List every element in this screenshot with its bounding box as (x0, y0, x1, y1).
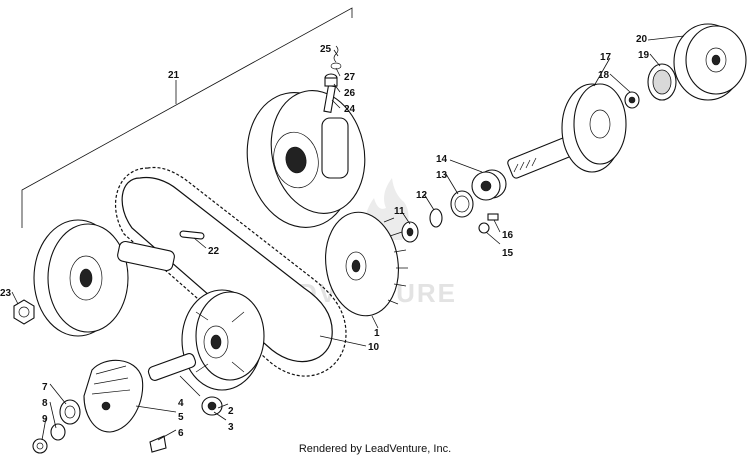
weight-6 (149, 435, 167, 453)
seal-13 (450, 190, 474, 218)
callout-13: 13 (436, 170, 448, 181)
ring-12 (429, 208, 443, 228)
assembly-bracket-21 (21, 7, 353, 228)
shaft-4 (147, 353, 197, 381)
callout-11: 11 (394, 206, 405, 217)
bolt-16 (487, 213, 499, 221)
callout-22: 22 (208, 246, 220, 257)
callout-1: 1 (374, 328, 380, 339)
callout-20: 20 (636, 34, 648, 45)
pin-stack-24-27 (323, 45, 342, 113)
callout-7: 7 (42, 382, 48, 393)
callout-4: 4 (178, 398, 184, 409)
callout-24: 24 (344, 104, 356, 115)
callout-27: 27 (344, 72, 356, 83)
callout-10: 10 (368, 342, 380, 353)
one-way-clutch-19 (647, 63, 677, 101)
callout-23: 23 (0, 288, 12, 299)
callout-14: 14 (436, 154, 448, 165)
callout-15: 15 (502, 248, 514, 259)
sheave-1 (325, 211, 408, 317)
footer-credit: Rendered by LeadVenture, Inc. (298, 443, 452, 455)
callout-2: 2 (228, 406, 234, 417)
callout-12: 12 (416, 190, 428, 201)
callout-8: 8 (42, 398, 48, 409)
cover-20 (673, 23, 747, 101)
callout-6: 6 (178, 428, 184, 439)
callout-17: 17 (600, 52, 612, 63)
nut-23 (13, 299, 35, 325)
bearing-2 (201, 396, 223, 416)
bearing-18 (624, 91, 640, 109)
callout-19: 19 (638, 50, 650, 61)
movable-sheave-spider (181, 289, 265, 391)
leader-lines (11, 35, 685, 441)
callout-26: 26 (344, 88, 356, 99)
callout-18: 18 (598, 70, 610, 81)
callout-16: 16 (502, 230, 514, 241)
callouts: 1 2 3 4 5 6 7 8 9 10 11 12 13 14 15 16 1… (0, 34, 650, 439)
callout-21: 21 (168, 70, 180, 81)
cover-5 (83, 359, 144, 433)
callout-25: 25 (320, 44, 332, 55)
callout-5: 5 (178, 412, 184, 423)
bearing-11 (401, 221, 419, 243)
bearing-14 (471, 169, 507, 201)
washers-7-9 (32, 399, 81, 454)
driven-sheave-rear (246, 90, 366, 228)
drive-belt (115, 166, 347, 377)
fixed-sheave-left (33, 219, 175, 337)
callout-9: 9 (42, 414, 48, 425)
housing-17 (507, 83, 627, 179)
callout-3: 3 (228, 422, 234, 433)
key-22 (179, 230, 205, 240)
washer-15 (478, 222, 490, 234)
